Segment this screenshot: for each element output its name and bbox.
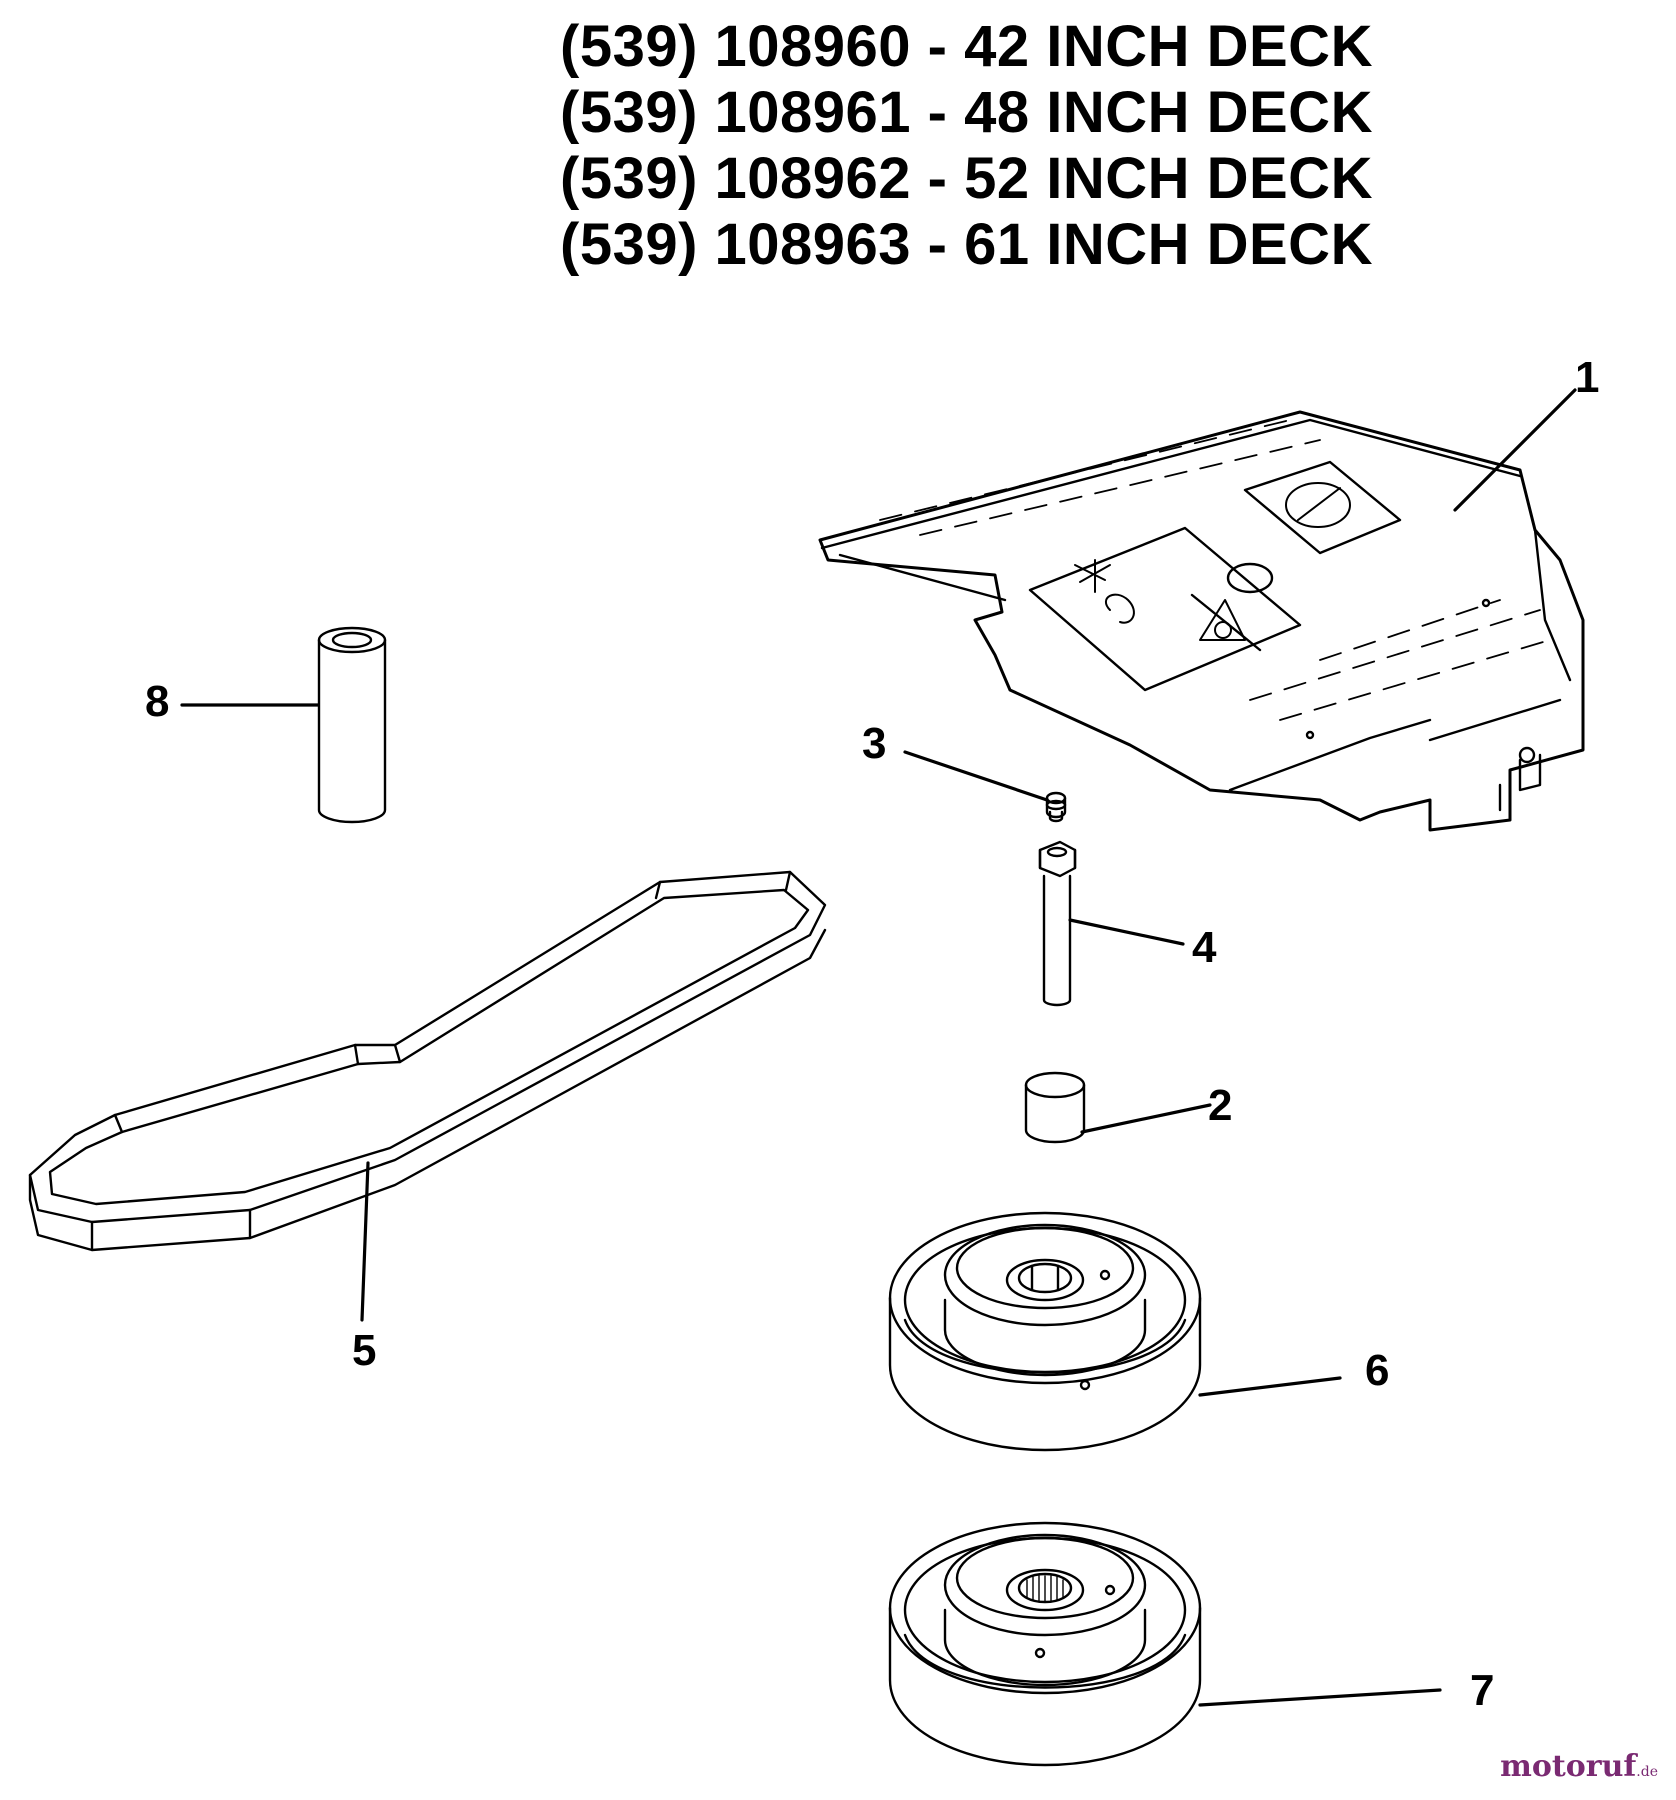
- callout-6: 6: [1365, 1346, 1389, 1395]
- bushing: [1024, 1071, 1086, 1144]
- pulley-lower: [888, 1521, 1202, 1767]
- callout-7: 7: [1470, 1666, 1494, 1715]
- pulley-upper: [888, 1211, 1202, 1452]
- callout-4: 4: [1192, 923, 1217, 972]
- leader-4: [1068, 918, 1185, 946]
- title-line-2: (539) 108961 - 48 INCH DECK: [560, 80, 1373, 145]
- leader-5: [360, 1161, 370, 1322]
- v-belt: [28, 870, 827, 1252]
- title-line-3: (539) 108962 - 52 INCH DECK: [560, 146, 1373, 211]
- callout-3: 3: [862, 719, 886, 768]
- callout-8: 8: [145, 677, 169, 726]
- leader-2: [1080, 1103, 1212, 1134]
- callout-5: 5: [352, 1326, 376, 1375]
- watermark-main: motoruf: [1500, 1749, 1637, 1784]
- spacer-tube: [317, 626, 387, 824]
- callout-1: 1: [1575, 353, 1599, 402]
- watermark: motoruf.de: [1500, 1749, 1658, 1784]
- callout-2: 2: [1208, 1081, 1232, 1130]
- bolt: [1038, 840, 1077, 1007]
- title-line-4: (539) 108963 - 61 INCH DECK: [560, 212, 1373, 277]
- grease-fitting: [1045, 791, 1067, 823]
- leader-3: [903, 750, 1049, 802]
- belt-cover: [818, 410, 1585, 832]
- title-line-1: (539) 108960 - 42 INCH DECK: [560, 14, 1373, 79]
- leader-7: [1198, 1688, 1442, 1707]
- title-block: (539) 108960 - 42 INCH DECK (539) 108961…: [560, 14, 1380, 278]
- leader-lines: [180, 388, 1577, 1707]
- leader-1: [1453, 388, 1577, 512]
- watermark-suffix: .de: [1636, 1764, 1658, 1780]
- leader-6: [1198, 1376, 1342, 1397]
